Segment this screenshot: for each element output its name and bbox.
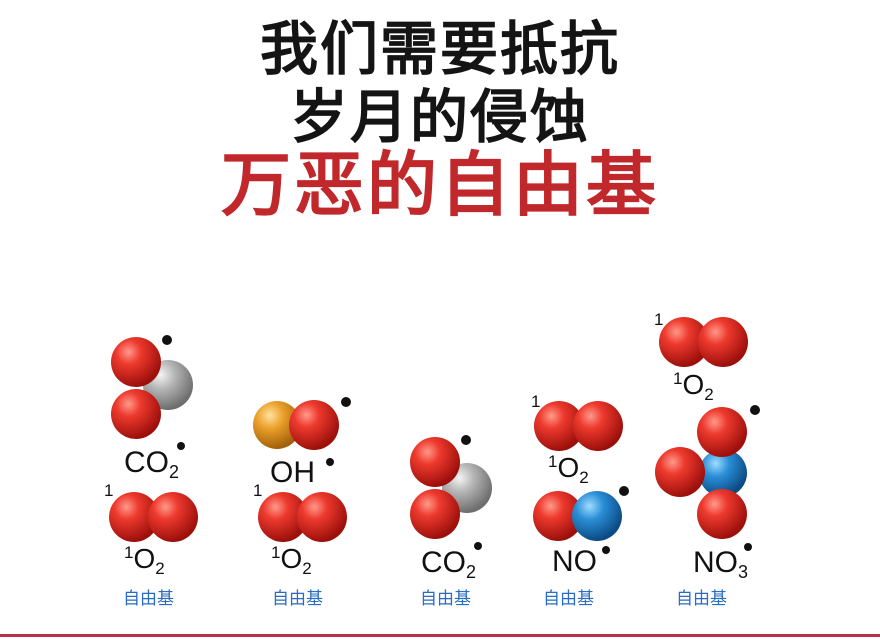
- free-radical-label: 自由基: [123, 589, 174, 609]
- oxygen-atom: [410, 489, 460, 539]
- oxygen-atom: [655, 447, 705, 497]
- o2-label: 1O2: [548, 452, 589, 487]
- radical-dot-icon: [162, 335, 172, 345]
- oxygen-atom: [258, 492, 308, 542]
- title-line-2: 岁月的侵蚀: [289, 83, 590, 151]
- o2-label: 1O2: [673, 369, 714, 404]
- title-line-1: 我们需要抵抗: [259, 15, 620, 83]
- oxygen-atom: [111, 389, 161, 439]
- radical-dot-icon: [177, 442, 185, 450]
- no3-label: NO3: [693, 546, 748, 582]
- oxygen-atom: [698, 317, 748, 367]
- nitrogen-atom: [699, 449, 747, 497]
- co2-label: CO2: [421, 546, 476, 582]
- radical-dot-icon: [602, 546, 610, 554]
- oxygen-atom: [111, 337, 161, 387]
- oxygen-atom: [534, 401, 584, 451]
- free-radical-label: 自由基: [543, 589, 594, 609]
- nitrogen-atom: [572, 491, 622, 541]
- oxygen-atom: [410, 437, 460, 487]
- free-radical-label: 自由基: [420, 589, 471, 609]
- oxygen-atom: [297, 492, 347, 542]
- radical-dot-icon: [744, 543, 752, 551]
- oxygen-atom: [573, 401, 623, 451]
- oxygen-atom: [289, 400, 339, 450]
- singlet-superscript: 1: [531, 392, 540, 411]
- free-radical-label: 自由基: [272, 589, 323, 609]
- radical-dot-icon: [326, 458, 334, 466]
- hydrogen-atom: [253, 401, 301, 449]
- radical-dot-icon: [461, 435, 471, 445]
- singlet-superscript: 1: [104, 481, 113, 500]
- radical-dot-icon: [474, 542, 482, 550]
- radical-dot-icon: [750, 405, 760, 415]
- singlet-superscript: 1: [253, 481, 262, 500]
- o2-label: 1O2: [124, 543, 165, 578]
- free-radical-label: 自由基: [676, 589, 727, 609]
- no-label: NO: [552, 545, 597, 578]
- oxygen-atom: [533, 491, 583, 541]
- bottom-divider: [0, 634, 880, 637]
- co2-label: CO2: [124, 446, 179, 482]
- oh-label: OH: [270, 456, 315, 489]
- radical-dot-icon: [341, 397, 351, 407]
- oxygen-atom: [659, 317, 709, 367]
- oxygen-atom: [109, 492, 159, 542]
- radical-dot-icon: [619, 486, 629, 496]
- oxygen-atom: [148, 492, 198, 542]
- oxygen-atom: [697, 489, 747, 539]
- oxygen-atom: [697, 407, 747, 457]
- o2-label: 1O2: [271, 543, 312, 578]
- singlet-superscript: 1: [654, 310, 663, 329]
- title-line-3: 万恶的自由基: [221, 143, 659, 226]
